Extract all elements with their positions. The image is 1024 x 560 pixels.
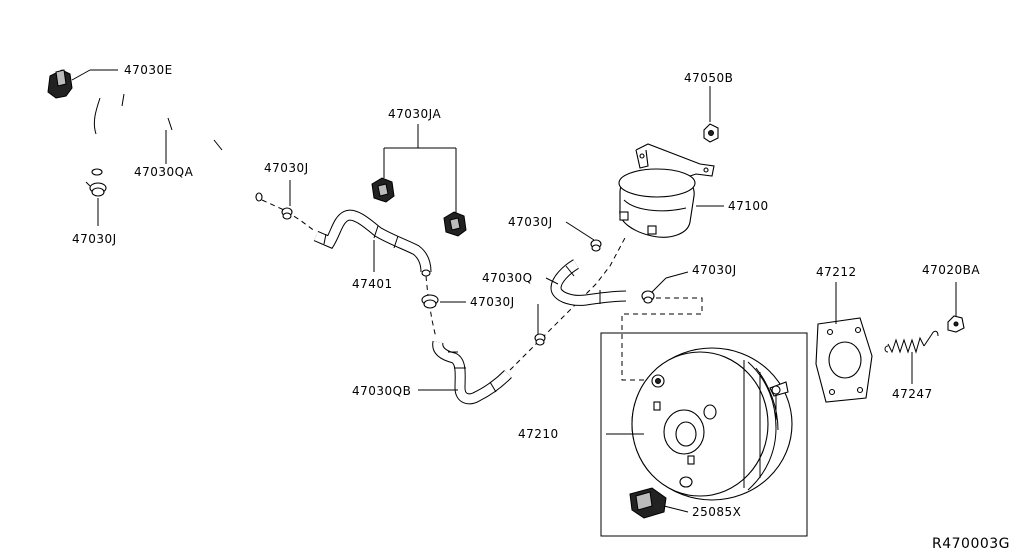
part-47030E-connector[interactable] [47,69,118,99]
leader-dashed-2 [425,275,437,339]
part-25085X-sensor[interactable] [629,487,689,519]
part-47030JA-clips[interactable] [371,124,467,237]
part-47247-spring[interactable] [884,330,939,384]
diagram-code: R470003G [932,536,1010,552]
label-47247: 47247 [892,387,933,401]
label-47030E: 47030E [124,63,173,77]
label-47030J-right: 47030J [692,263,737,277]
leader-dashed-4 [621,297,703,381]
part-47020BA-clip[interactable] [947,282,965,333]
part-47030J-clamp-left[interactable] [85,181,107,226]
label-47030J-tank: 47030J [508,215,553,229]
part-47100-reservoir[interactable] [618,143,724,238]
label-47020BA: 47020BA [922,263,980,277]
part-47050B-nut[interactable] [703,86,719,143]
label-47030Q: 47030Q [482,271,533,285]
part-47030J-clamp-tank[interactable] [565,221,602,252]
label-47030QA: 47030QA [134,165,194,179]
label-47100: 47100 [728,199,769,213]
label-25085X: 25085X [692,505,741,519]
part-47210-brake-booster[interactable] [606,347,793,501]
leader-dashed-3 [509,235,627,371]
part-47030J-clamp-right[interactable] [641,271,689,304]
part-47030QA-hose[interactable] [71,91,263,202]
part-47030J-clamp-mid[interactable] [281,180,293,220]
part-47212-gasket[interactable] [815,282,873,403]
label-47030J-lower: 47030J [470,295,515,309]
part-47030J-clamp-qb[interactable] [534,304,546,346]
label-47210: 47210 [518,427,559,441]
label-47401: 47401 [352,277,393,291]
booster-frame [600,332,808,537]
leader-dashed-1 [261,199,317,233]
label-47030J-left: 47030J [72,232,117,246]
label-47030J-mid: 47030J [264,161,309,175]
label-47212: 47212 [816,265,857,279]
part-47030J-clamp-lower[interactable] [421,294,466,309]
label-47030JA: 47030JA [388,107,442,121]
label-47030QB: 47030QB [352,384,411,398]
part-47401-hose[interactable] [313,209,432,277]
label-47050B: 47050B [684,71,733,85]
part-47030QB-hose[interactable] [418,340,512,405]
part-47030Q-hose[interactable] [545,259,627,306]
